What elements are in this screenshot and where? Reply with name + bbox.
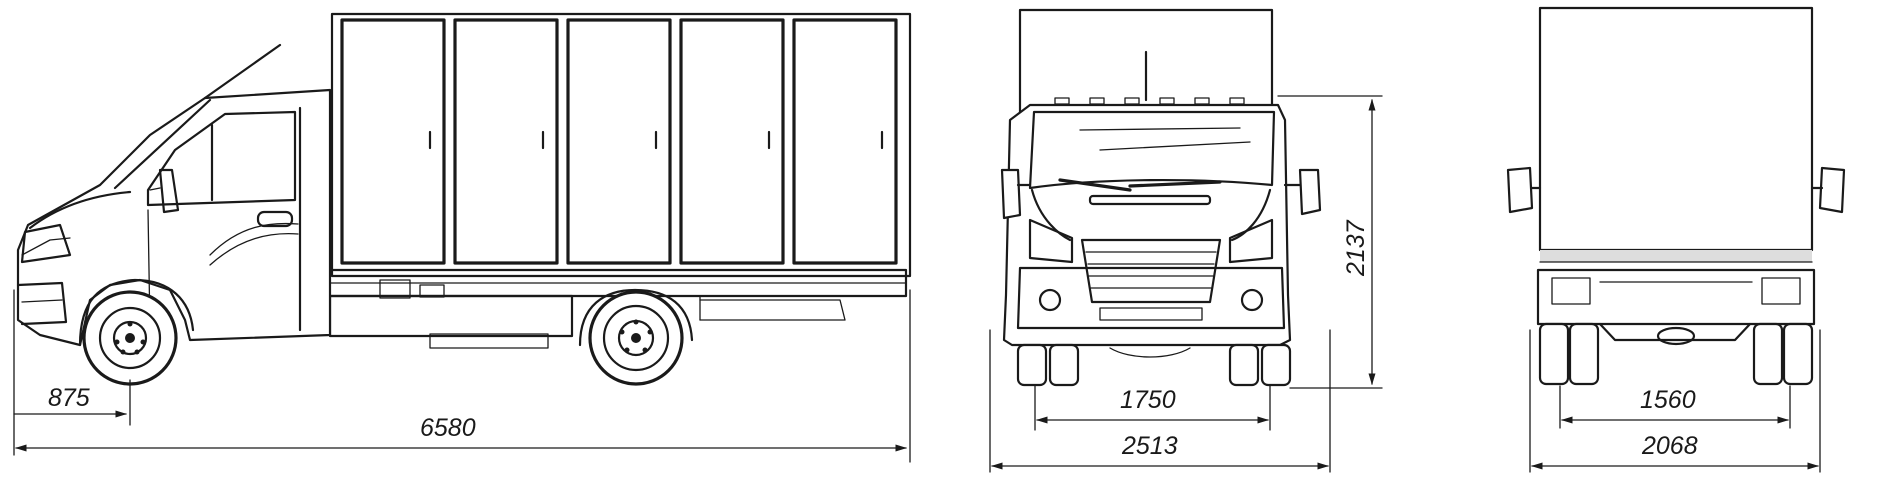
box-doors (340, 18, 898, 265)
dim-rear-track: 1560 (1640, 386, 1696, 414)
side-view: 875 6580 (13, 12, 912, 463)
rear-chassis (1506, 166, 1846, 386)
cab-front (1000, 97, 1322, 387)
side-dimensions: 875 6580 (13, 289, 911, 463)
cab-side (16, 43, 332, 347)
front-dimensions: 2137 1750 2513 (989, 95, 1383, 473)
cargo-box-side (330, 12, 912, 278)
cargo-box-rear (1538, 6, 1814, 263)
front-view: 2137 1750 2513 (989, 8, 1383, 473)
rear-dimensions: 1560 2068 (1529, 329, 1821, 473)
front-wheel (82, 290, 178, 386)
rear-wheel (578, 288, 694, 386)
dim-overall-height: 2137 (1342, 219, 1370, 277)
dim-overall-width: 2513 (1121, 432, 1178, 460)
dim-rear-width: 2068 (1641, 432, 1698, 460)
rear-view: 1560 2068 (1506, 6, 1846, 473)
dim-front-overhang: 875 (48, 384, 90, 412)
dim-front-track: 1750 (1120, 386, 1176, 414)
dim-overall-length: 6580 (420, 414, 476, 442)
